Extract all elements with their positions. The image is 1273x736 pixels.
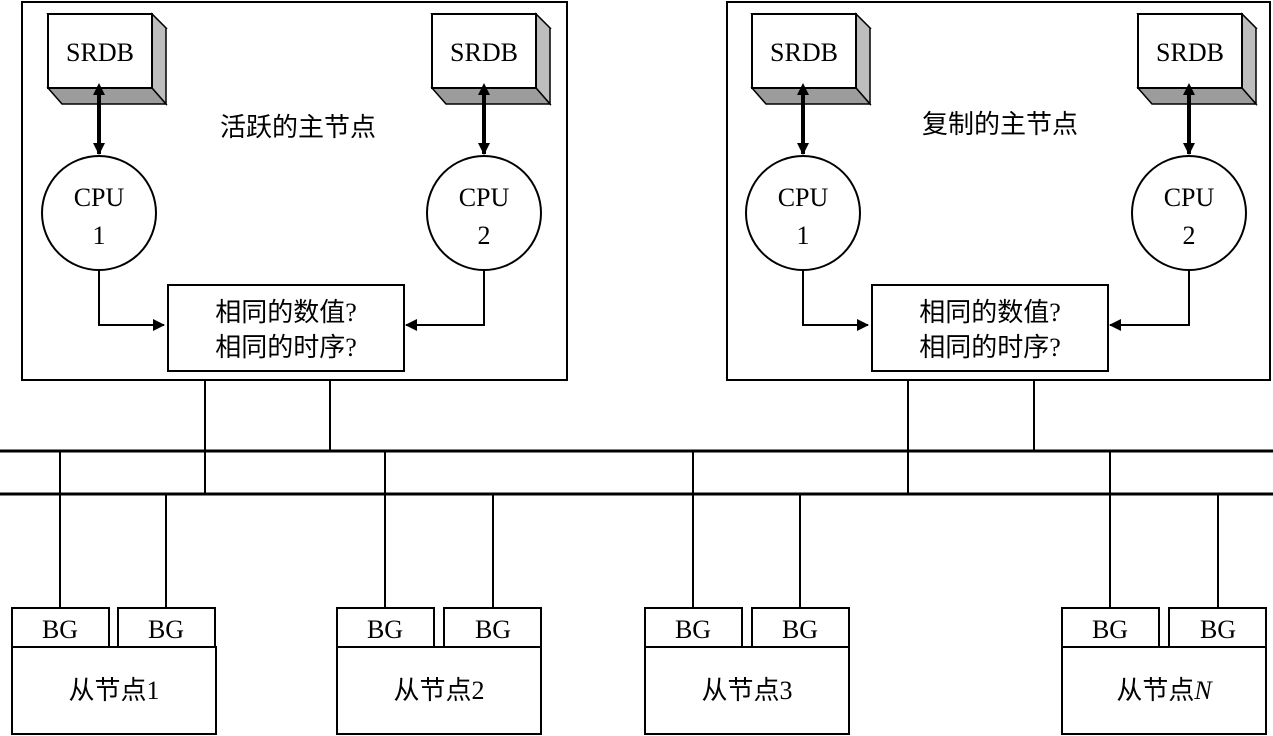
bus-guardian-label: BG	[42, 615, 78, 644]
slave-node-3: BG BG 从节点3	[644, 451, 850, 735]
cpu-2-node: CPU 2	[1131, 155, 1247, 271]
srdb-label: SRDB	[1156, 38, 1224, 67]
compare-timing-question: 相同的时序?	[919, 333, 1061, 362]
cpu-label: CPU	[1164, 183, 1215, 212]
srdb-label: SRDB	[66, 38, 134, 67]
master-node-title: 活跃的主节点	[220, 113, 376, 142]
master-node-title: 复制的主节点	[922, 110, 1078, 139]
slave-node-label: 从节点2	[393, 676, 484, 705]
slave-node-n: BG BG 从节点N	[1061, 451, 1267, 735]
slave-node-2: BG BG 从节点2	[336, 451, 542, 735]
cpu-number: 1	[797, 221, 810, 250]
cpu2-to-compare-connector	[405, 270, 485, 331]
bus-guardian-label: BG	[475, 615, 511, 644]
cpu1-to-compare-connector	[98, 270, 165, 331]
slave-node-body	[1061, 646, 1267, 735]
cpu2-to-compare-connector	[1109, 270, 1190, 331]
master-node-active: 活跃的主节点 SRDB SRDB CPU 1 CPU	[21, 1, 568, 494]
slave-node-body	[644, 646, 850, 735]
srdb-box-left: SRDB	[750, 12, 872, 106]
cpu-number: 1	[93, 221, 106, 250]
srdb-label: SRDB	[770, 38, 838, 67]
cpu-2-node: CPU 2	[426, 155, 542, 271]
cpu-number: 2	[478, 221, 491, 250]
cpu-1-node: CPU 1	[745, 155, 861, 271]
slave-node-label: 从节点3	[701, 676, 792, 705]
bus-guardian-label: BG	[675, 615, 711, 644]
cpu-label: CPU	[459, 183, 510, 212]
bus-guardian-label: BG	[367, 615, 403, 644]
compare-value-question: 相同的数值?	[215, 298, 357, 327]
srdb-label: SRDB	[450, 38, 518, 67]
bus-guardian-label: BG	[782, 615, 818, 644]
compare-value-question: 相同的数值?	[919, 298, 1061, 327]
srdb-box-left: SRDB	[46, 12, 168, 106]
cpu-label: CPU	[778, 183, 829, 212]
cpu-number: 2	[1183, 221, 1196, 250]
slave-node-body	[11, 646, 217, 735]
master-node-frame	[726, 1, 1271, 381]
compare-timing-question: 相同的时序?	[215, 333, 357, 362]
bus-guardian-label: BG	[1200, 615, 1236, 644]
srdb-box-right: SRDB	[1136, 12, 1258, 106]
slave-node-1: BG BG 从节点1	[11, 451, 217, 735]
master-node-replicated: 复制的主节点 SRDB SRDB CPU 1 CPU 2	[726, 1, 1271, 494]
cpu-label: CPU	[74, 183, 125, 212]
srdb-box-right: SRDB	[430, 12, 552, 106]
bus-guardian-label: BG	[148, 615, 184, 644]
slave-node-body	[336, 646, 542, 735]
bus-guardian-label: BG	[1092, 615, 1128, 644]
cpu1-to-compare-connector	[802, 270, 869, 331]
comparison-box: 相同的数值? 相同的时序?	[167, 284, 405, 372]
cpu-1-node: CPU 1	[41, 155, 157, 271]
slave-node-label: 从节点1	[68, 676, 159, 705]
slave-node-label: 从节点N	[1116, 676, 1213, 705]
master-node-frame	[21, 1, 568, 381]
comparison-box: 相同的数值? 相同的时序?	[871, 284, 1109, 372]
